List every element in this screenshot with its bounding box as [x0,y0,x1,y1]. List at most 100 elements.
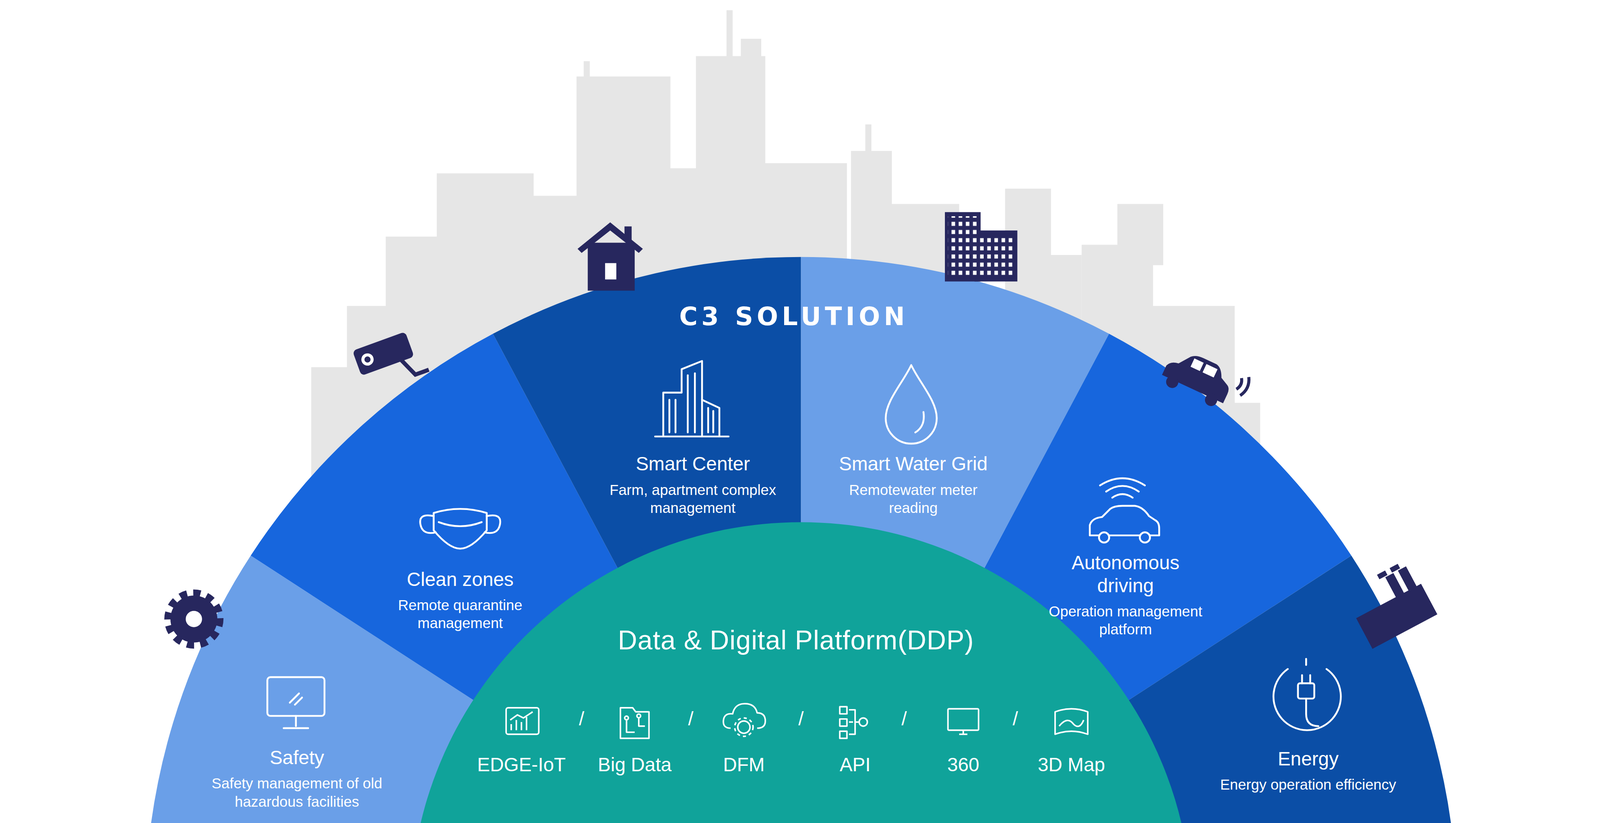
3d-map-icon-part [1059,720,1084,727]
building-icon-part [663,361,703,437]
building-icon-part [674,400,677,433]
city-icons [168,212,1438,649]
big-data-icon-part [636,714,641,719]
api-icon [839,706,868,739]
plug-icon-part [1298,683,1315,699]
dfm-cloud-icon [723,703,765,737]
api-icon-part [848,722,856,735]
platform-component: 3D Map [1037,753,1106,777]
autonomous-driving-segment: Autonomous drivingOperation management p… [1042,551,1210,639]
separator-slash: / [901,707,907,731]
water-drop-icon [885,365,937,444]
api-icon-part [848,710,859,723]
car-icon-part [1202,364,1218,378]
big-data-icon-part [638,718,646,727]
platform-component: API [839,753,871,777]
office-building-icon-part [944,212,981,282]
water-drop-icon-part [885,365,937,444]
plug-icon-part [1306,698,1319,727]
connected-car-icon-part [1100,478,1146,486]
factory-icon-part [1377,570,1388,580]
display-360-icon-part [947,708,979,731]
office-building-icon-part [947,216,978,276]
separator-slash: / [579,707,585,731]
diagram-title: C3 SOLUTION [679,301,909,332]
platform-component: Big Data [597,753,672,777]
api-icon-part [859,718,868,727]
segment-heading: Clean zones [384,568,536,592]
factory-icon-part [1397,566,1418,593]
display-360-icon-part [962,730,965,735]
edge-iot-icon-part [510,724,513,731]
smart-center-segment: Smart CenterFarm, apartment complex mana… [602,452,783,517]
connected-car-icon-part [1089,506,1160,536]
mask-icon-part [438,522,482,527]
car-icon [1158,343,1252,418]
dfm-cloud-icon-part [737,721,750,734]
building-icon [655,361,729,437]
api-icon-part [839,719,847,727]
building-icon-part [693,373,696,433]
cctv-camera-icon [352,328,429,393]
dfm-cloud-icon-part [734,718,754,737]
building-icon-part [668,400,671,433]
building-icon-part [701,400,720,437]
car-icon-part [1190,358,1204,372]
big-data-icon-part [620,708,649,739]
big-data-icon [620,708,649,739]
building-icon-part [686,375,689,433]
mask-icon [420,508,501,549]
segment-description: Operation management platform [1042,602,1210,639]
gear-icon [168,593,220,645]
car-icon-part [1164,373,1181,390]
city-skyline-part [865,124,872,155]
big-data-icon-part [626,720,636,733]
mask-icon-part [484,515,501,534]
car-icon-part [1234,374,1252,398]
monitor-icon-part [295,716,297,727]
mask-icon-part [433,508,487,549]
segment-heading: Smart Water Grid [837,452,989,476]
monitor-icon-part [267,677,325,717]
building-icon-part [655,435,729,438]
gear-icon-part [185,611,203,628]
house-icon-part [624,226,632,241]
building-icon-part [707,407,709,433]
separator-slash: / [688,707,694,731]
city-skyline-part [583,61,590,82]
cctv-camera-icon-part [359,351,376,368]
platform-component: DFM [723,753,765,777]
segment-description: Remote quarantine management [384,596,536,633]
smart-water-grid-segment: Smart Water GridRemotewater meter readin… [837,452,989,517]
edge-iot-icon-part [515,720,518,731]
separator-slash: / [798,707,804,731]
building-icon-part [712,411,714,433]
edge-iot-icon-part [510,712,533,721]
house-icon-part [587,243,635,292]
segment-heading: Safety [198,746,395,770]
api-icon-part [839,731,847,739]
api-icon-part [839,706,847,714]
edge-iot-icon-part [520,722,523,731]
energy-segment: EnergyEnergy operation efficiency [1191,747,1426,795]
segment-description: Remotewater meter reading [837,481,989,518]
plug-icon-part [1273,669,1341,731]
connected-car-icon-part [1139,532,1150,543]
factory-icon [1342,558,1438,649]
monitor-icon [267,677,325,729]
edge-iot-icon-part [506,708,539,735]
office-building-icon-part [974,230,1018,282]
house-icon-part [605,263,617,280]
city-skyline-part [726,10,733,61]
plug-icon [1273,659,1341,731]
plug-icon-part [1301,675,1303,684]
segment-heading: Autonomous driving [1042,551,1210,598]
plug-icon-part [1309,675,1312,684]
cctv-camera-icon-part [401,352,429,378]
connected-car-icon [1089,478,1160,543]
segment-description: Farm, apartment complex management [602,481,783,518]
city-skyline-part [1117,204,1164,266]
house-icon [577,222,643,292]
